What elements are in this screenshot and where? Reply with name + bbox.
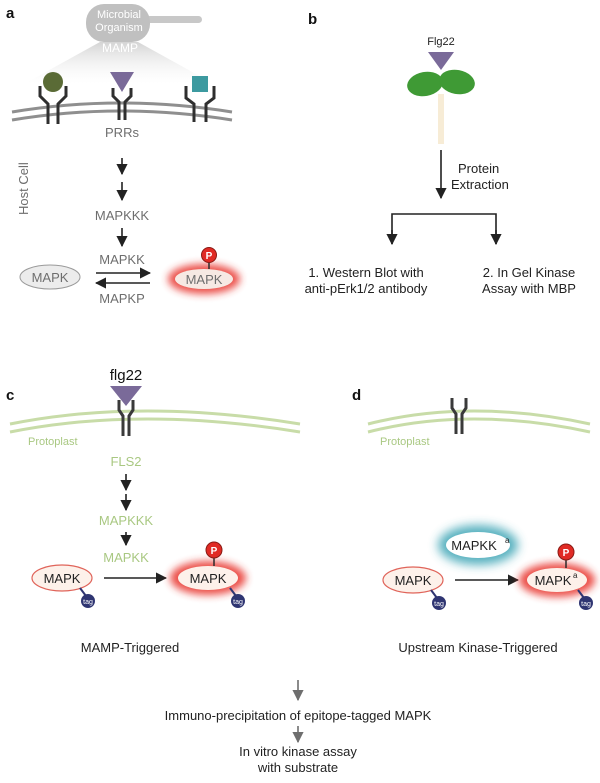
protoplast-label-c: Protoplast xyxy=(28,436,78,448)
seedling-leaf-right xyxy=(439,69,475,95)
prrs-label: PRRs xyxy=(105,125,139,140)
mapkkk-label: MAPKKK xyxy=(95,208,150,223)
caption-d: Upstream Kinase-Triggered xyxy=(398,640,557,655)
organism-label-line2: Organism xyxy=(95,22,143,34)
seedling-leaf-left xyxy=(407,71,443,97)
mapk-active-oval-d xyxy=(527,568,587,592)
phospho-label-a: P xyxy=(206,251,213,262)
phospho-icon-a xyxy=(201,247,217,263)
mapkk-label-c: MAPKK xyxy=(103,550,149,565)
flg22-triangle-c xyxy=(110,386,142,406)
in-vitro-kinase-line1: In vitro kinase assay xyxy=(239,744,357,759)
mapk-active-label-d: MAPK xyxy=(535,573,572,588)
epitope-tag-icon-c1 xyxy=(81,594,95,608)
panel-d: Protoplast MAPKK a MAPK tag MAPK a P tag… xyxy=(367,398,595,655)
panel-label-b: b xyxy=(308,11,317,28)
panel-c: flg22 Protoplast FLS2 MAPKKK MAPKK MAPK … xyxy=(9,367,301,655)
prr-receptor-3 xyxy=(184,76,216,122)
immunoprecipitation-step: Immuno-precipitation of epitope-tagged M… xyxy=(165,708,432,723)
flg22-label-c: flg22 xyxy=(110,367,143,384)
in-gel-kinase-line2: Assay with MBP xyxy=(482,281,576,296)
mapk-inactive-label: MAPK xyxy=(32,270,69,285)
phospho-icon-c xyxy=(205,541,223,559)
fls2-receptor-right xyxy=(127,400,135,436)
mamp-label: MAMP xyxy=(102,41,138,55)
mamp-release-cone xyxy=(24,42,214,84)
microbial-organism-body xyxy=(86,4,150,42)
panel-label-a: a xyxy=(6,5,15,22)
protein-extraction-line1: Protein xyxy=(458,161,499,176)
protein-extraction-line2: Extraction xyxy=(451,177,509,192)
mapk-active-label-c: MAPK xyxy=(190,571,227,586)
panel-b: Flg22 Protein Extraction 1. Western Blot… xyxy=(305,36,576,296)
mapk-inactive-oval-c xyxy=(31,564,93,592)
mapkp-label: MAPKP xyxy=(99,291,145,306)
in-vitro-kinase-line2: with substrate xyxy=(257,760,338,775)
prr-receptor-1 xyxy=(38,72,68,124)
epitope-tag-icon-d2 xyxy=(579,596,593,610)
host-cell-label: Host Cell xyxy=(16,162,31,215)
mapkk-label: MAPKK xyxy=(99,252,145,267)
mapk-inactive-oval-d xyxy=(382,566,444,594)
phospho-label-c: P xyxy=(211,546,218,557)
olive-ligand-circle xyxy=(43,72,63,92)
flg22-triangle-b xyxy=(428,52,454,70)
in-gel-kinase-line1: 2. In Gel Kinase xyxy=(483,265,576,280)
mapk-inactive-label-d: MAPK xyxy=(395,573,432,588)
western-blot-line2: anti-pErk1/2 antibody xyxy=(305,281,428,296)
mapkk-a-oval xyxy=(446,532,510,558)
protoplast-label-d: Protoplast xyxy=(380,436,430,448)
mapk-inactive-oval xyxy=(19,264,81,290)
mapkkk-label-c: MAPKKK xyxy=(99,513,154,528)
tag-label-d2: tag xyxy=(581,601,591,608)
tag-label-d1: tag xyxy=(434,601,444,608)
teal-ligand-square xyxy=(192,76,208,92)
receptor-d-left xyxy=(450,398,458,434)
panel-a: Microbial Organism MAMP PRRs Host Cell xyxy=(11,4,240,306)
prr-receptor-2 xyxy=(110,72,134,120)
panel-label-c: c xyxy=(6,387,14,404)
fls2-label: FLS2 xyxy=(110,454,141,469)
organism-tail xyxy=(142,16,202,23)
mapk-active-oval-c xyxy=(178,566,238,590)
western-blot-line1: 1. Western Blot with xyxy=(308,265,423,280)
mapkk-a-label: MAPKK xyxy=(451,538,497,553)
protoplast-membrane-outer-d xyxy=(367,409,591,426)
host-membrane-inner xyxy=(11,109,233,122)
seedling-stem xyxy=(438,94,444,144)
panel-label-d: d xyxy=(352,387,361,404)
epitope-tag-icon-d1 xyxy=(432,596,446,610)
protoplast-membrane-inner-c xyxy=(9,417,301,434)
branch-bracket xyxy=(391,213,497,244)
mapk-inactive-label-c: MAPK xyxy=(44,571,81,586)
tag-label-c2: tag xyxy=(233,599,243,606)
phospho-icon-d xyxy=(557,543,575,561)
protoplast-membrane-outer-c xyxy=(9,409,301,426)
flg22-label-b: Flg22 xyxy=(427,36,455,48)
purple-ligand-triangle xyxy=(110,72,134,92)
receptor-d-right xyxy=(460,398,468,434)
mapkk-a-superscript: a xyxy=(505,536,510,545)
mapk-active-superscript-d: a xyxy=(573,571,578,580)
tag-label-c1: tag xyxy=(83,599,93,606)
organism-label-line1: Microbial xyxy=(97,9,141,21)
bottom-workflow: Immuno-precipitation of epitope-tagged M… xyxy=(165,680,432,775)
mapk-active-oval xyxy=(175,269,233,289)
protoplast-membrane-inner-d xyxy=(367,417,591,434)
caption-c: MAMP-Triggered xyxy=(81,640,179,655)
epitope-tag-icon-c2 xyxy=(231,594,245,608)
phospho-label-d: P xyxy=(563,548,570,559)
mapk-active-label: MAPK xyxy=(186,272,223,287)
fls2-receptor-left xyxy=(117,400,125,436)
